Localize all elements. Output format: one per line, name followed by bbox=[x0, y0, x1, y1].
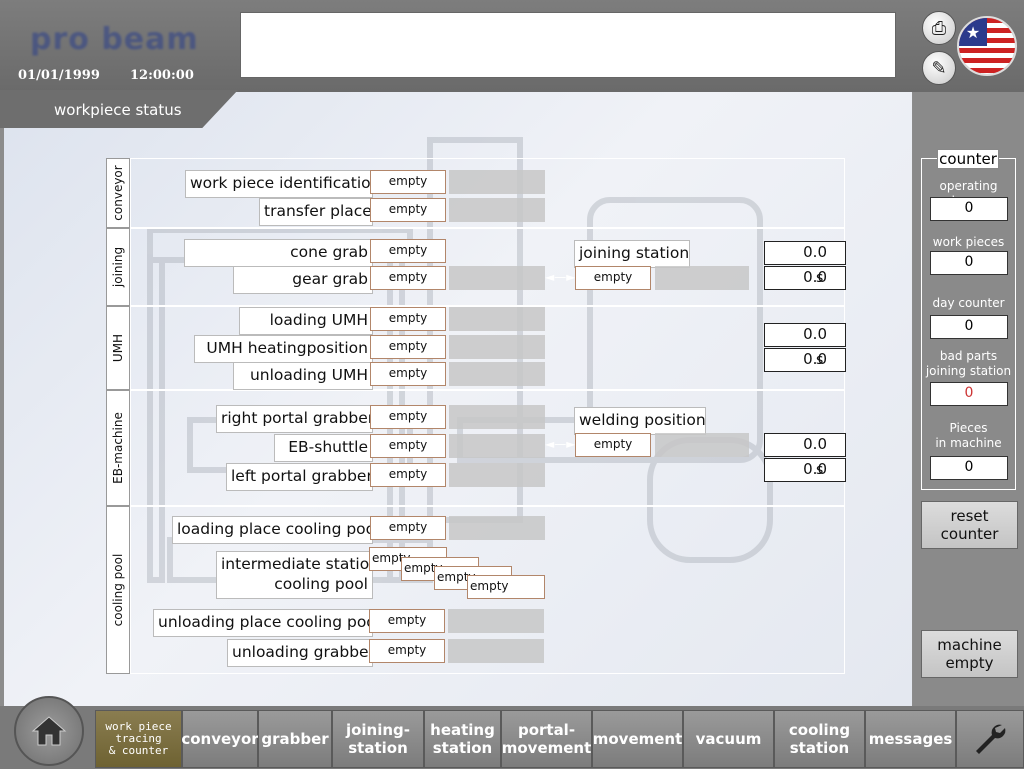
transfer-arrow-icon: ◄—► bbox=[545, 437, 576, 451]
label-unloading-place-cooling-pool: unloading place cooling pool bbox=[153, 609, 380, 637]
status-eb-shuttle: empty bbox=[370, 434, 446, 458]
reset-counter-button[interactable]: reset counter bbox=[921, 501, 1018, 549]
home-icon[interactable] bbox=[14, 696, 84, 766]
umh-value-1: 0.0 bbox=[764, 323, 846, 347]
conveyor-section-label: conveyor bbox=[106, 158, 130, 228]
eb-value-2: 0.0 bbox=[764, 458, 846, 482]
status-umh-heatingposition: empty bbox=[370, 335, 446, 359]
day-counter-label: day counter bbox=[932, 296, 1005, 310]
eb-machine-section-label: EB-machine bbox=[106, 390, 130, 506]
time-display: 12:00:00 bbox=[130, 68, 194, 83]
joining-value-2: 0.0 bbox=[764, 266, 846, 290]
cooling-pool-section bbox=[130, 506, 845, 674]
label-right-portal-grabber: right portal grabber bbox=[216, 405, 374, 433]
status-loading-umh: empty bbox=[370, 307, 446, 331]
label-work-piece-identification: work piece identification bbox=[185, 170, 380, 198]
status-unloading-grabber: empty bbox=[369, 639, 445, 663]
label-gear-grab: gear grab bbox=[233, 266, 373, 294]
pieces-in-machine-label: Pieces in machine bbox=[935, 421, 1002, 450]
us-flag-icon[interactable]: ★ bbox=[957, 16, 1017, 76]
tab-portal-movement[interactable]: portal- movement bbox=[501, 710, 592, 768]
tab-joining-station[interactable]: joining- station bbox=[332, 710, 424, 768]
status-bar bbox=[449, 362, 545, 386]
brand-logo: pro beam bbox=[30, 22, 199, 57]
status-work-piece-identification: empty bbox=[370, 170, 446, 194]
cooling-pool-section-label: cooling pool bbox=[106, 506, 130, 674]
status-loading-place-cooling-pool: empty bbox=[370, 516, 446, 540]
status-bar bbox=[449, 463, 545, 487]
status-bar bbox=[449, 170, 545, 194]
transfer-arrow-icon: ◄—► bbox=[545, 270, 576, 284]
status-bar bbox=[449, 516, 545, 540]
umh-section-label: UMH bbox=[106, 306, 130, 390]
operating-hours-value: 0 bbox=[930, 197, 1008, 221]
label-transfer-place: transfer place bbox=[259, 198, 373, 226]
unit-seconds: s bbox=[816, 462, 824, 478]
status-tab bbox=[0, 90, 238, 128]
unit-seconds: s bbox=[816, 352, 824, 368]
label-eb-shuttle: EB-shuttle bbox=[274, 434, 373, 462]
tab-messages[interactable]: messages bbox=[865, 710, 956, 768]
message-display bbox=[240, 12, 896, 78]
status-welding-position: empty bbox=[575, 433, 651, 457]
status-right-portal-grabber: empty bbox=[370, 405, 446, 429]
status-joining-station: empty bbox=[575, 266, 651, 290]
eb-value-1: 0.0 bbox=[764, 433, 846, 457]
status-cone-grab: empty bbox=[370, 239, 446, 263]
label-welding-position: welding position bbox=[574, 407, 706, 435]
status-unloading-place-cooling-pool: empty bbox=[369, 609, 445, 633]
status-bar bbox=[449, 307, 545, 331]
status-bar bbox=[449, 405, 545, 429]
label-umh-heatingposition: UMH heatingposition bbox=[194, 335, 373, 363]
status-bar bbox=[449, 198, 545, 222]
cooling-stack-item-4: empty bbox=[467, 575, 545, 599]
umh-value-2: 0.0 bbox=[764, 348, 846, 372]
conveyor-section bbox=[130, 158, 845, 228]
status-gear-grab: empty bbox=[370, 266, 446, 290]
joining-section-label: joining bbox=[106, 228, 130, 306]
status-bar bbox=[655, 433, 749, 457]
label-cone-grab: cone grab bbox=[184, 239, 373, 267]
work-pieces-label: work pieces bbox=[932, 235, 1005, 249]
date-display: 01/01/1999 bbox=[18, 68, 100, 83]
tab-heating-station[interactable]: heating station bbox=[424, 710, 501, 768]
bad-parts-value: 0 bbox=[930, 382, 1008, 406]
status-bar bbox=[449, 335, 545, 359]
tab-movement[interactable]: movement bbox=[592, 710, 683, 768]
pen-icon[interactable]: ✎ bbox=[922, 51, 956, 85]
tab-vacuum[interactable]: vacuum bbox=[683, 710, 774, 768]
printer-icon[interactable]: ⎙ bbox=[922, 11, 956, 45]
page-title: workpiece status bbox=[54, 101, 182, 119]
status-bar bbox=[449, 434, 545, 458]
label-intermediate-station: intermediate station cooling pool bbox=[216, 551, 379, 599]
status-bar bbox=[655, 266, 749, 290]
day-counter-value: 0 bbox=[930, 315, 1008, 339]
pieces-in-machine-value: 0 bbox=[930, 456, 1008, 480]
status-left-portal-grabber: empty bbox=[370, 463, 446, 487]
label-unloading-umh: unloading UMH bbox=[233, 362, 373, 390]
label-unloading-grabber: unloading grabber bbox=[227, 639, 375, 667]
tab-work-piece-tracing[interactable]: work piece tracing & counter bbox=[95, 710, 182, 768]
wrench-icon[interactable] bbox=[956, 710, 1024, 768]
bad-parts-label: bad parts joining station bbox=[925, 349, 1012, 378]
unit-seconds: s bbox=[816, 270, 824, 286]
status-unloading-umh: empty bbox=[370, 362, 446, 386]
status-transfer-place: empty bbox=[370, 198, 446, 222]
tab-conveyor[interactable]: conveyor bbox=[181, 710, 259, 768]
status-bar bbox=[448, 609, 544, 633]
main-panel bbox=[4, 92, 912, 706]
status-bar bbox=[448, 639, 544, 663]
work-pieces-value: 0 bbox=[930, 251, 1008, 275]
label-left-portal-grabber: left portal grabber bbox=[226, 463, 373, 491]
tab-grabber[interactable]: grabber bbox=[258, 710, 332, 768]
tab-cooling-station[interactable]: cooling station bbox=[774, 710, 865, 768]
joining-value-1: 0.0 bbox=[764, 241, 846, 265]
machine-empty-button[interactable]: machine empty bbox=[921, 630, 1018, 678]
label-loading-umh: loading UMH bbox=[239, 307, 373, 335]
svg-text:★: ★ bbox=[966, 23, 980, 42]
counter-title: counter bbox=[937, 149, 999, 169]
status-bar bbox=[449, 266, 545, 290]
label-loading-place-cooling-pool: loading place cooling pool bbox=[172, 516, 379, 544]
label-joining-station: joining station bbox=[574, 240, 690, 268]
